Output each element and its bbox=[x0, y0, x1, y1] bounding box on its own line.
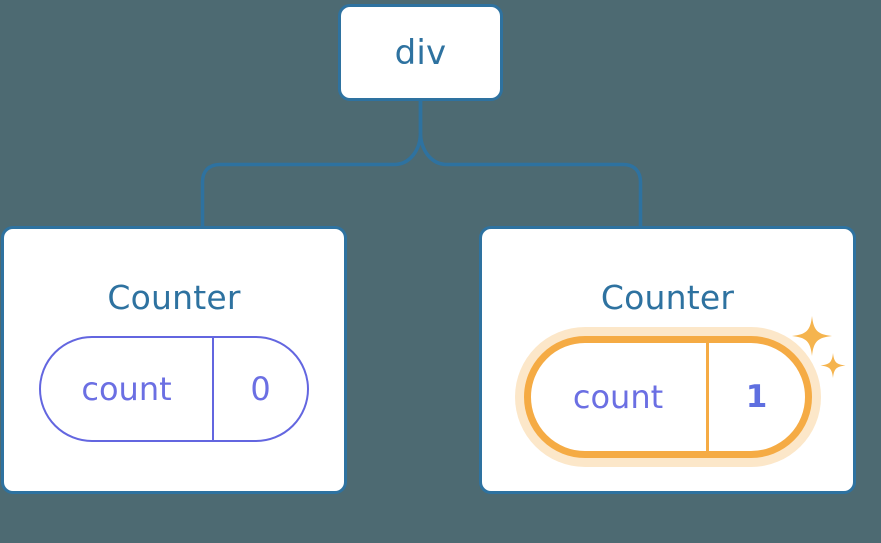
counter-left-title: Counter bbox=[107, 278, 241, 317]
diagram-canvas: div Counter count 0 Counter bbox=[1, 4, 856, 494]
state-pill-left-key-cell: count bbox=[41, 338, 214, 440]
connector-lines bbox=[200, 98, 643, 228]
state-pill-left-key: count bbox=[81, 370, 172, 408]
state-pill-right-key: count bbox=[572, 378, 664, 416]
state-pill-right-value-cell: 1 bbox=[709, 343, 805, 451]
state-pill-right-value: 1 bbox=[745, 378, 768, 415]
counter-left-body: Counter count 0 bbox=[4, 229, 344, 543]
state-pill-left[interactable]: count 0 bbox=[39, 336, 309, 442]
state-pill-right-key-cell: count bbox=[531, 343, 709, 451]
state-pill-right[interactable]: count 1 bbox=[523, 336, 812, 458]
node-counter-right[interactable]: Counter count 1 bbox=[479, 226, 856, 494]
node-div-label: div bbox=[394, 32, 447, 73]
state-pill-left-value: 0 bbox=[250, 370, 271, 408]
state-pill-left-value-cell: 0 bbox=[214, 338, 307, 440]
state-pill-left-wrapper: count 0 bbox=[39, 336, 309, 442]
counter-right-title: Counter bbox=[600, 278, 735, 317]
node-counter-left[interactable]: Counter count 0 bbox=[1, 226, 347, 494]
counter-right-body: Counter count 1 bbox=[482, 229, 853, 543]
state-pill-right-wrapper: count 1 bbox=[523, 336, 812, 458]
node-div[interactable]: div bbox=[338, 4, 503, 101]
